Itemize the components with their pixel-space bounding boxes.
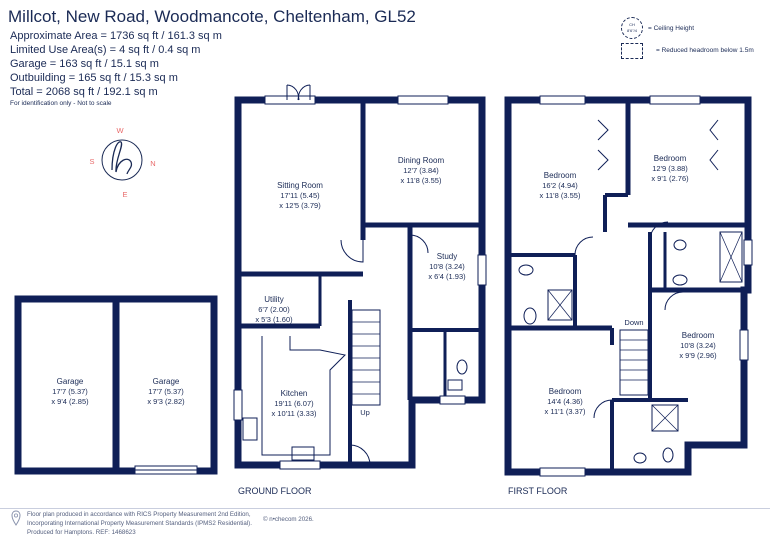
- garage-2-dim1: 17'7 (5.37): [148, 387, 184, 396]
- utility-dim1: 6'7 (2.00): [258, 305, 290, 314]
- dining-room-dim2: x 11'8 (3.55): [401, 176, 442, 185]
- garage-1-dim1: 17'7 (5.37): [52, 387, 88, 396]
- footer-line-1: Floor plan produced in accordance with R…: [27, 511, 251, 518]
- study-dim2: x 6'4 (1.93): [428, 272, 466, 281]
- property-title: Millcot, New Road, Woodmancote, Cheltenh…: [8, 7, 416, 26]
- garage-2-dim2: x 9'3 (2.82): [147, 397, 185, 406]
- sitting-room-dim2: x 12'5 (3.79): [279, 201, 321, 210]
- kitchen-dim2: x 10'11 (3.33): [271, 409, 317, 418]
- bedroom-1-dim2: x 11'8 (3.55): [540, 191, 581, 200]
- compass-west: W: [116, 126, 124, 135]
- ground-floor-label: GROUND FLOOR: [238, 486, 312, 496]
- footer-reference: Produced for Hamptons. REF: 1468623: [27, 529, 136, 536]
- utility-name: Utility: [264, 295, 284, 304]
- dining-room-dim1: 12'7 (3.84): [403, 166, 439, 175]
- ground-floor-walls: [233, 84, 487, 470]
- bedroom-2-name: Bedroom: [654, 154, 687, 163]
- bedroom-4-dim1: 14'4 (4.36): [547, 397, 583, 406]
- study-dim1: 10'8 (3.24): [429, 262, 465, 271]
- bedroom-3-dim2: x 9'9 (2.96): [679, 351, 717, 360]
- garage-1-name: Garage: [57, 377, 84, 386]
- first-floor-walls: [504, 95, 753, 477]
- identification-note: For identification only - Not to scale: [10, 100, 112, 107]
- compass-north: N: [150, 159, 155, 168]
- compass-south: S: [89, 157, 94, 166]
- footer-divider: [0, 508, 770, 509]
- ceiling-height-legend: = Ceiling Height: [648, 25, 695, 32]
- area-outbuilding: Outbuilding = 165 sq ft / 15.3 sq m: [10, 72, 178, 84]
- utility-dim2: x 5'3 (1.60): [255, 315, 293, 324]
- bedroom-4-name: Bedroom: [549, 387, 582, 396]
- garage-1-dim2: x 9'4 (2.85): [51, 397, 89, 406]
- compass-icon: W N S E: [89, 126, 155, 199]
- stairs-down-label: Down: [624, 318, 643, 327]
- study-name: Study: [437, 252, 457, 261]
- location-pin-icon: [11, 510, 21, 526]
- sitting-room-name: Sitting Room: [277, 181, 323, 190]
- kitchen-dim1: 19'11 (6.07): [274, 399, 314, 408]
- stairs-up-label: Up: [360, 408, 370, 417]
- reduced-headroom-legend: = Reduced headroom below 1.5m: [656, 47, 754, 54]
- garage-2-name: Garage: [153, 377, 180, 386]
- bedroom-4-dim2: x 11'1 (3.37): [545, 407, 586, 416]
- area-approximate: Approximate Area = 1736 sq ft / 161.3 sq…: [10, 30, 222, 42]
- bedroom-2-dim1: 12'9 (3.88): [652, 164, 688, 173]
- bedroom-1-name: Bedroom: [544, 171, 577, 180]
- bedroom-2-dim2: x 9'1 (2.76): [651, 174, 689, 183]
- first-floor-label: FIRST FLOOR: [508, 486, 568, 496]
- compass-east: E: [122, 190, 127, 199]
- area-garage: Garage = 163 sq ft / 15.1 sq m: [10, 58, 159, 70]
- bedroom-1-dim1: 16'2 (4.94): [542, 181, 578, 190]
- garage-outbuilding: [14, 295, 218, 475]
- sitting-room-dim1: 17'11 (5.45): [280, 191, 320, 200]
- area-total: Total = 2068 sq ft / 192.1 sq m: [10, 86, 158, 98]
- area-limited-use: Limited Use Area(s) = 4 sq ft / 0.4 sq m: [10, 44, 201, 56]
- dining-room-name: Dining Room: [398, 156, 445, 165]
- copyright: © n•checom 2026.: [263, 516, 314, 523]
- bedroom-3-name: Bedroom: [682, 331, 715, 340]
- bedroom-3-dim1: 10'8 (3.24): [680, 341, 716, 350]
- kitchen-name: Kitchen: [281, 389, 308, 398]
- footer-line-2: Incorporating International Property Mea…: [27, 520, 252, 527]
- reduced-headroom-legend-icon: [621, 43, 643, 59]
